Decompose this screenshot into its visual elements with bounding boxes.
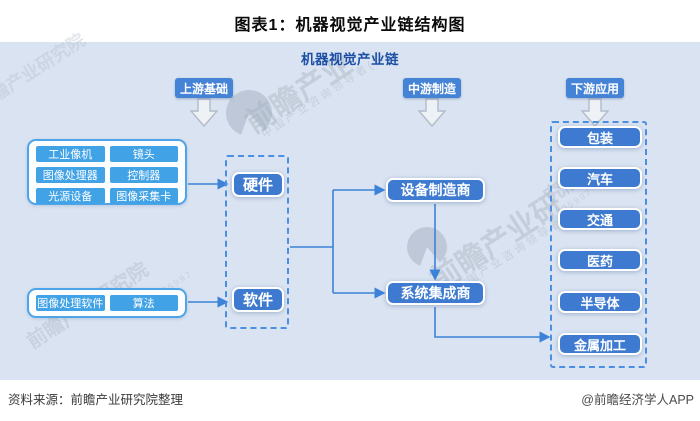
core-products-container — [225, 155, 289, 329]
component-lens: 镜头 — [109, 146, 178, 162]
downstream-item-semiconductor: 半导体 — [558, 291, 642, 313]
component-light-source: 光源设备 — [36, 188, 105, 204]
component-image-processor: 图像处理器 — [36, 167, 105, 183]
downstream-item-medicine: 医药 — [558, 249, 642, 271]
downstream-item-automotive: 汽车 — [558, 167, 642, 189]
stage-label-midstream: 中游制造 — [403, 78, 461, 98]
downstream-item-metal-processing: 金属加工 — [558, 333, 642, 355]
page-title: 图表1：机器视觉产业链结构图 — [234, 17, 466, 34]
downstream-item-packaging: 包装 — [558, 126, 642, 148]
software-components-group: 图像处理软件 算法 — [27, 288, 187, 318]
system-integrator-box: 系统集成商 — [386, 281, 485, 305]
stage-label-upstream: 上游基础 — [175, 78, 233, 98]
component-image-processing-software: 图像处理软件 — [36, 295, 105, 311]
downstream-item-transportation: 交通 — [558, 208, 642, 230]
component-algorithm: 算法 — [109, 295, 178, 311]
credit-note: @前瞻经济学人APP — [581, 393, 694, 407]
source-note: 资料来源：前瞻产业研究院整理 — [8, 393, 184, 407]
hardware-box: 硬件 — [232, 172, 284, 197]
diagram-title: 机器视觉产业链 — [301, 52, 399, 67]
component-industrial-camera: 工业像机 — [36, 146, 105, 162]
downstream-applications-container — [550, 121, 647, 368]
equipment-maker-box: 设备制造商 — [386, 178, 485, 202]
stage-label-downstream: 下游应用 — [566, 78, 624, 98]
hardware-components-group: 工业像机 镜头 图像处理器 控制器 光源设备 图像采集卡 — [27, 139, 187, 205]
software-box: 软件 — [232, 287, 284, 312]
component-frame-grabber: 图像采集卡 — [109, 188, 178, 204]
component-controller: 控制器 — [109, 167, 178, 183]
